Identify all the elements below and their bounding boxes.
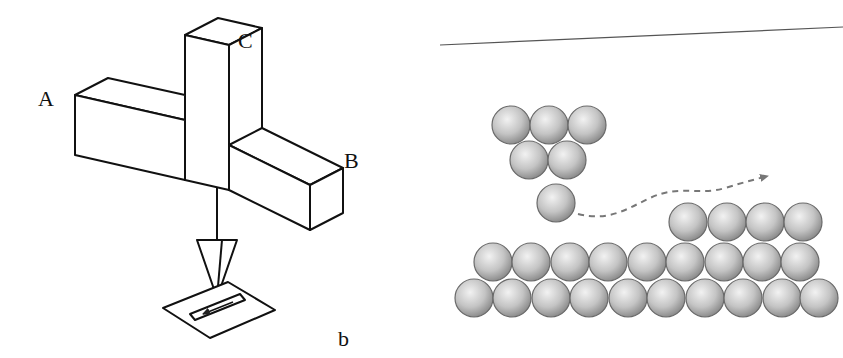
page-edge	[440, 27, 843, 45]
atom-surface	[455, 203, 838, 317]
part-label: C	[238, 30, 253, 52]
part-label: b	[338, 328, 349, 350]
part-label: B	[344, 150, 359, 172]
part-label: A	[38, 88, 54, 110]
atom-cluster	[492, 106, 606, 222]
atom-path-arrow	[578, 176, 768, 216]
cantilever-drawing	[75, 18, 343, 338]
